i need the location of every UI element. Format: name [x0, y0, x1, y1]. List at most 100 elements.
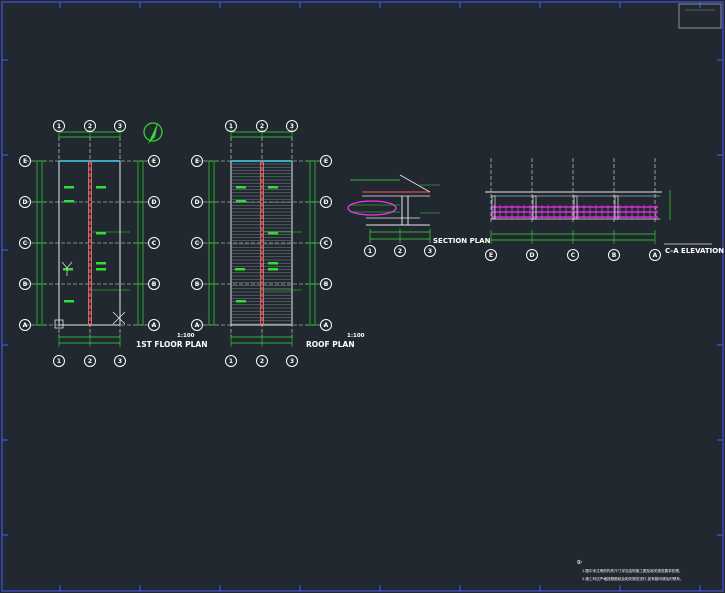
north-arrow-icon [143, 122, 163, 144]
axis-bubble-column: 3 [114, 120, 126, 132]
notes-line-2: 2.施工时应严格按照图纸及相关规范进行,如有疑问请及时联系。 [582, 576, 684, 581]
axis-bubble-circle [148, 196, 160, 208]
section-plan [347, 174, 440, 243]
axis-bubble-label: 1 [229, 123, 233, 130]
axis-bubble-circle [286, 355, 298, 367]
column [532, 195, 537, 220]
axis-bubble-label: E [489, 252, 493, 259]
axis-bubble-circle [526, 249, 538, 261]
axis-bubble-label: C [324, 240, 329, 247]
axis-bubble-circle [424, 245, 436, 257]
annotation-mark [235, 268, 245, 271]
axis-bubble-circle [608, 249, 620, 261]
axis-bubble-label: B [23, 281, 28, 288]
axis-bubble-label: 2 [88, 358, 92, 365]
roof-plan-title: ROOF PLAN [306, 340, 355, 349]
axis-bubble-row: D [320, 196, 332, 208]
floor-plan-scale: 1:100 [177, 333, 195, 339]
axis-bubble-circle [191, 237, 203, 249]
axis-bubble-label: B [612, 252, 617, 259]
notes-heading: 注: [577, 559, 583, 564]
axis-bubble-circle [148, 319, 160, 331]
annotation-mark [236, 186, 246, 189]
annotation-mark [268, 262, 278, 265]
annotation-mark [268, 232, 278, 235]
axis-bubble-circle [256, 355, 268, 367]
axis-bubble-row: A [191, 319, 203, 331]
axis-bubble-row: A [19, 319, 31, 331]
column-symbol [54, 319, 64, 329]
roof-plan-scale: 1:100 [347, 333, 365, 339]
axis-bubble-row: C [320, 237, 332, 249]
axis-bubble-label: 2 [398, 248, 402, 255]
axis-bubble-row: E [148, 155, 160, 167]
axis-bubble-column: 2 [256, 355, 268, 367]
axis-bubble-label: 1 [368, 248, 372, 255]
axis-bubble-label: B [195, 281, 200, 288]
axis-bubble-column: 1 [53, 355, 65, 367]
axis-bubble-label: B [152, 281, 157, 288]
axis-bubble-label: C [152, 240, 157, 247]
axis-bubble-label: 3 [118, 358, 122, 365]
axis-bubble-circle [19, 319, 31, 331]
axis-bubble-label: D [324, 199, 329, 206]
axis-bubble-circle [191, 278, 203, 290]
floor-plan-title: 1ST FLOOR PLAN [136, 340, 207, 349]
axis-bubble-circle [114, 355, 126, 367]
axis-bubble-column: E [485, 249, 497, 261]
general-notes: 注: 1.图中未注明的构件尺寸详见结构施工图及相关规范要求处理。 2.施工时应严… [577, 559, 684, 581]
axis-bubble-row: B [320, 278, 332, 290]
annotation-mark [236, 200, 246, 203]
axis-bubble-row: C [148, 237, 160, 249]
axis-bubble-circle [19, 237, 31, 249]
axis-bubble-label: A [23, 322, 28, 329]
axis-bubble-label: E [23, 158, 27, 165]
annotation-mark [268, 268, 278, 271]
axis-bubble-circle [320, 155, 332, 167]
elevation-title: C-A ELEVATION [665, 247, 724, 255]
door-symbol [61, 261, 68, 269]
annotation-mark [236, 300, 246, 303]
axis-bubble-circle [148, 155, 160, 167]
axis-bubble-row: C [19, 237, 31, 249]
axis-bubble-label: A [195, 322, 200, 329]
axis-bubble-row: E [320, 155, 332, 167]
axis-bubble-label: 2 [260, 358, 264, 365]
notes-line-1: 1.图中未注明的构件尺寸详见结构施工图及相关规范要求处理。 [582, 568, 682, 573]
axis-bubble-label: 1 [229, 358, 233, 365]
axis-bubble-row: B [19, 278, 31, 290]
axis-bubble-label: D [23, 199, 28, 206]
axis-bubble-label: C [571, 252, 576, 259]
axis-bubble-column: 2 [84, 120, 96, 132]
axis-bubble-label: 1 [57, 123, 61, 130]
axis-bubble-row: A [148, 319, 160, 331]
axis-bubble-circle [148, 278, 160, 290]
cross-symbol [112, 311, 126, 325]
section-axis-bubbles: 1 2 3 [364, 245, 436, 257]
axis-bubble-circle [649, 249, 661, 261]
axis-bubble-column: 3 [286, 120, 298, 132]
axis-bubble-column: 3 [114, 355, 126, 367]
column [491, 195, 496, 220]
axis-bubble-circle [191, 319, 203, 331]
axis-bubble-circle [53, 120, 65, 132]
axis-bubble-column: 1 [364, 245, 376, 257]
axis-bubble-row: C [191, 237, 203, 249]
axis-bubble-label: D [530, 252, 535, 259]
axis-bubble-row: E [191, 155, 203, 167]
axis-bubble-label: A [653, 252, 658, 259]
axis-bubble-circle [114, 120, 126, 132]
axis-bubble-column: 2 [394, 245, 406, 257]
axis-bubble-label: E [195, 158, 199, 165]
axis-bubble-column: 3 [286, 355, 298, 367]
axis-bubble-column: 1 [225, 120, 237, 132]
axis-bubble-circle [19, 196, 31, 208]
axis-bubble-column: 2 [256, 120, 268, 132]
axis-bubble-circle [320, 237, 332, 249]
axis-bubble-circle [567, 249, 579, 261]
axis-bubble-circle [84, 355, 96, 367]
axis-bubble-column: 3 [424, 245, 436, 257]
